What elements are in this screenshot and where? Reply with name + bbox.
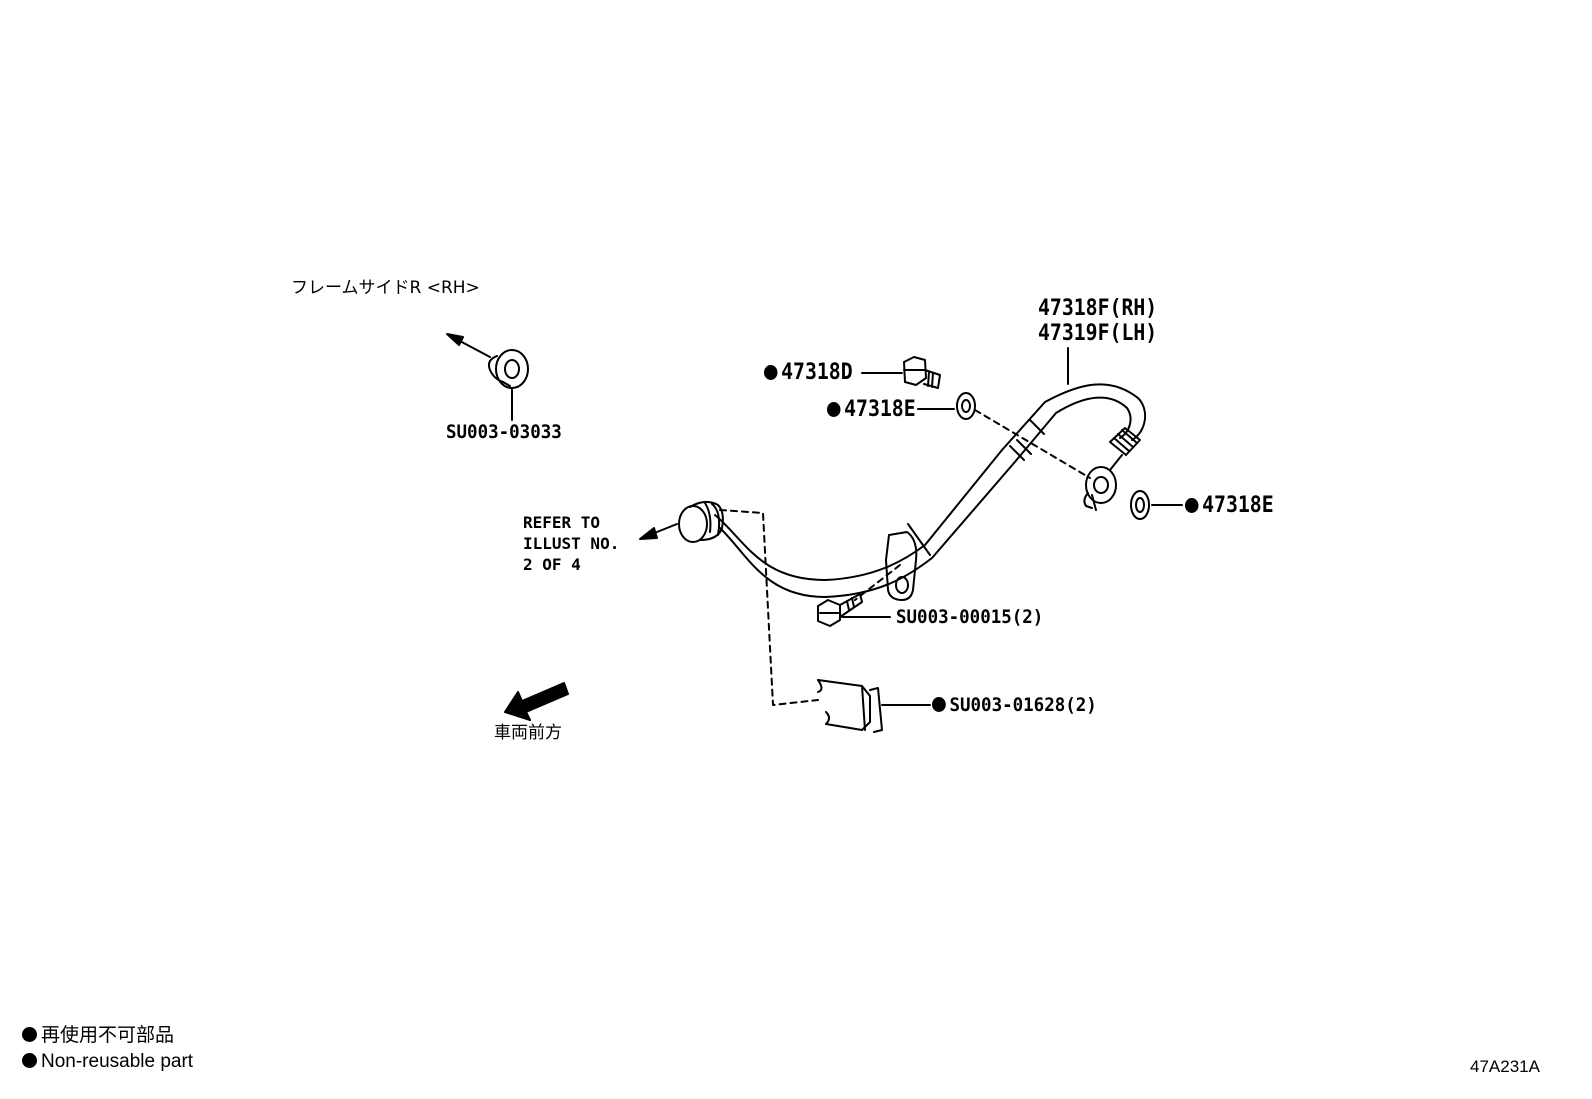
frame-arrow-head bbox=[446, 333, 464, 346]
vehicle-front-arrow bbox=[504, 682, 569, 721]
bracket-bolt bbox=[817, 593, 891, 627]
gasket-lower-part-number: 47318E bbox=[1202, 493, 1274, 518]
brake-hose bbox=[678, 383, 1147, 601]
refer-line-3: 2 OF 4 bbox=[523, 555, 581, 574]
gasket-upper-part-number: 47318E bbox=[844, 397, 916, 422]
legend-dot-icon bbox=[22, 1027, 37, 1042]
gasket-upper-label: 47318E bbox=[827, 399, 916, 421]
legend-en-text: Non-reusable part bbox=[41, 1051, 194, 1072]
refer-note: REFER TO ILLUST NO. 2 OF 4 bbox=[523, 512, 619, 575]
union-bolt-part-number: 47318D bbox=[781, 360, 853, 385]
gasket-lower bbox=[1130, 490, 1183, 520]
refer-arrow-head bbox=[639, 527, 658, 540]
gasket-upper bbox=[917, 392, 976, 420]
clip-lower-part-number: SU003-01628(2) bbox=[949, 694, 1097, 716]
clip-lower-label: SU003-01628(2) bbox=[932, 696, 1097, 715]
refer-line-2: ILLUST NO. bbox=[523, 534, 620, 553]
frame-side-label: フレームサイドR <RH> bbox=[291, 278, 480, 298]
non-reusable-marker-icon bbox=[1185, 498, 1199, 513]
non-reusable-marker-icon bbox=[827, 402, 841, 417]
union-bolt-47318d bbox=[861, 356, 941, 389]
illustration-id: 47A231A bbox=[1470, 1057, 1540, 1076]
non-reusable-marker-icon bbox=[764, 365, 778, 380]
gasket-lower-label: 47318E bbox=[1185, 495, 1274, 517]
non-reusable-marker-icon bbox=[932, 697, 946, 712]
vehicle-front-label: 車両前方 bbox=[494, 723, 562, 743]
legend-dot-icon bbox=[22, 1053, 37, 1068]
union-bolt-label: 47318D bbox=[764, 362, 853, 384]
bracket-bolt-part-number: SU003-00015(2) bbox=[896, 606, 1044, 628]
frame-clip bbox=[446, 333, 529, 421]
hose-clip bbox=[817, 679, 931, 733]
legend-jp: 再使用不可部品 bbox=[22, 1026, 174, 1045]
assembly-lines bbox=[719, 409, 1091, 706]
legend-jp-text: 再使用不可部品 bbox=[41, 1025, 175, 1046]
legend-en: Non-reusable part bbox=[22, 1052, 193, 1071]
hose-rh-part-number: 47318F(RH) bbox=[1038, 296, 1158, 321]
refer-line-1: REFER TO bbox=[523, 513, 601, 532]
clip-part-number: SU003-03033 bbox=[446, 421, 562, 443]
hose-lh-part-number: 47319F(LH) bbox=[1038, 321, 1158, 346]
